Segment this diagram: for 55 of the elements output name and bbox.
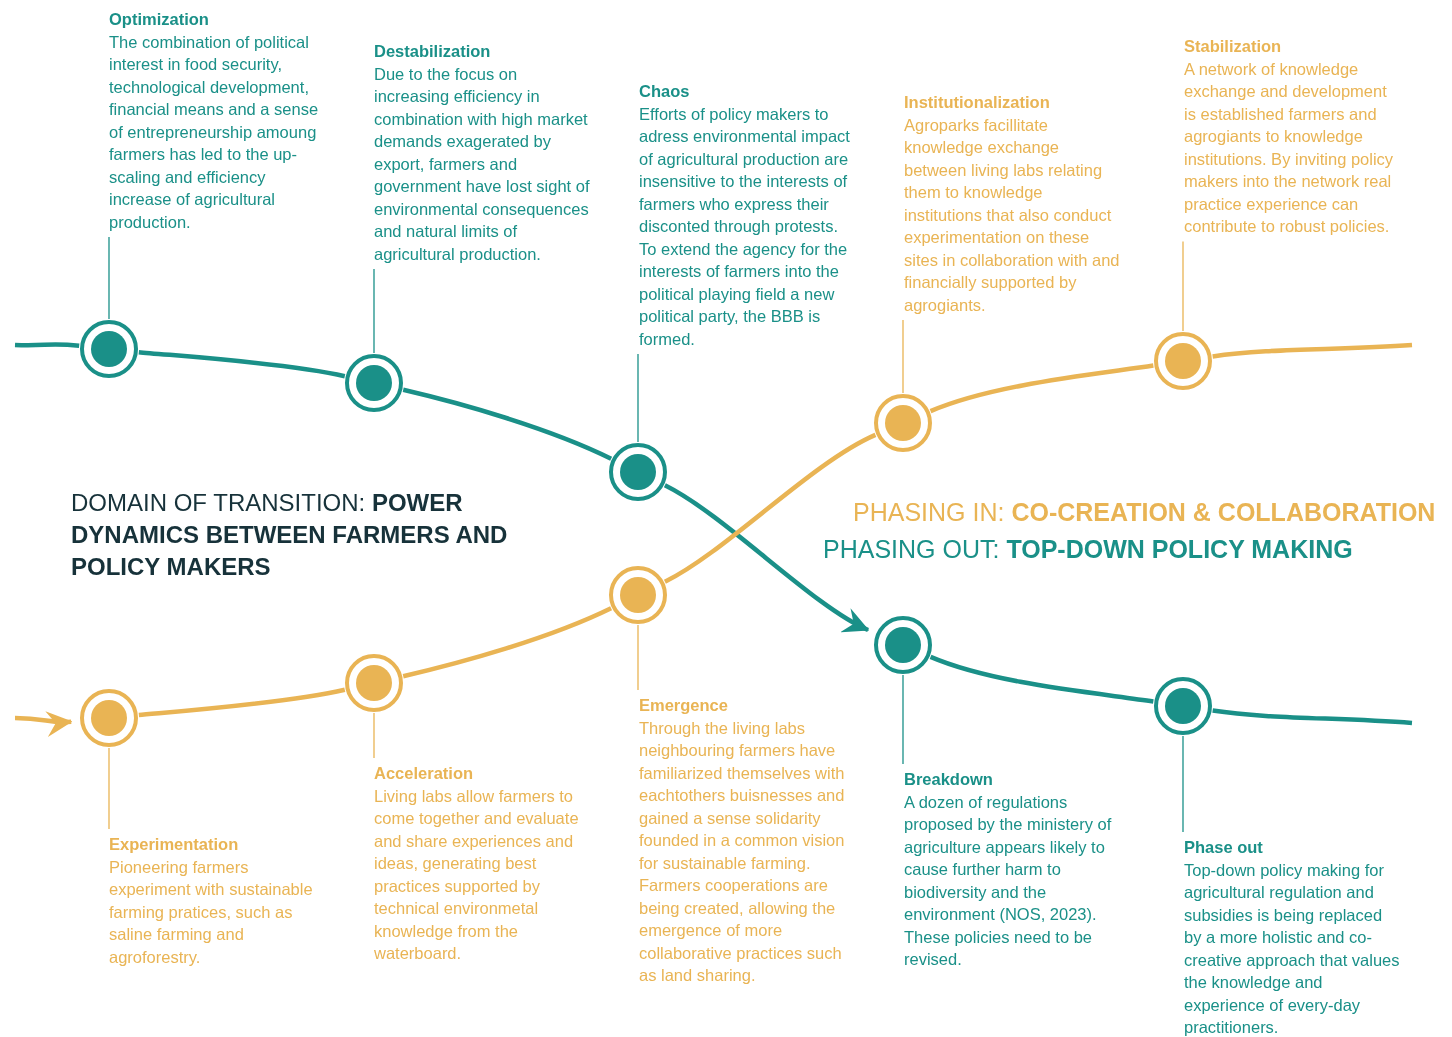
- milestone-circle: [609, 443, 667, 501]
- timeline-curve: [1212, 342, 1413, 359]
- leader-line: [108, 236, 110, 320]
- timeline-curve: [929, 654, 1154, 704]
- timeline-curve: [663, 432, 877, 584]
- milestone-circle: [345, 654, 403, 712]
- phase-description: Pioneering farmers experiment with sustainable farming pratices, such as saline farming and agroforestry.: [109, 856, 314, 968]
- timeline-curve: [14, 342, 80, 349]
- phase-description: Through the living labs neighbouring farmers have familiarized themselves with eachtothers buisnesses and gained a sense solidarity founded in a common vision for sustainable farming. Farmers cooperations are being created, allowing the emergence of more collaborative practices such as land sharing.: [639, 717, 846, 986]
- diagram-title: DOMAIN OF TRANSITION: POWER DYNAMICS BETWEEN FARMERS AND POLICY MAKERS: [71, 488, 509, 582]
- timeline-curve: [14, 710, 73, 737]
- milestone-circle: [874, 616, 932, 674]
- leader-line: [373, 268, 375, 354]
- phase-description: Efforts of policy makers to adress environmental impact of agricultural production are insensitive to the interests of farmers who express their disconted through protests. To extend the agency for the interests of farmers into the political playing field a new political party, the BBB is formed.: [639, 103, 851, 350]
- milestone-circle: [874, 394, 932, 452]
- leader-line: [1182, 240, 1184, 332]
- phase-label: PHASING OUT: TOP-DOWN POLICY MAKING: [823, 535, 1353, 564]
- milestone-circle: [1154, 332, 1212, 390]
- leader-line: [637, 353, 639, 443]
- timeline-curve: [663, 483, 870, 632]
- phase-heading: Chaos: [639, 81, 691, 102]
- leader-line: [637, 624, 639, 691]
- leader-line: [108, 747, 110, 830]
- phase-description: Living labs allow farmers to come together and evaluate and share experiences and ideas, generating best practices supported by technical environmetal knowledge from the waterboard.: [374, 785, 580, 964]
- phase-heading: Breakdown: [904, 769, 994, 790]
- phase-description: A network of knowledge exchange and development is established farmers and agrogiants to knowledge institutions. By inviting policy makers into the network real practice experience can contribute to robust policies.: [1184, 58, 1395, 237]
- phase-heading: Institutionalization: [904, 92, 1051, 113]
- phase-heading: Optimization: [109, 9, 210, 30]
- phase-heading: Phase out: [1184, 837, 1264, 858]
- timeline-curve: [929, 363, 1154, 414]
- leader-line: [1182, 735, 1184, 833]
- phase-description: A dozen of regulations proposed by the ministery of agriculture appears likely to cause further harm to biodiversity and the environment (NOS, 2023). These policies need to be revised.: [904, 791, 1113, 970]
- timeline-curve: [1212, 708, 1413, 726]
- phase-heading: Experimentation: [109, 834, 240, 855]
- milestone-circle: [1154, 677, 1212, 735]
- milestone-circle: [80, 689, 138, 747]
- phase-label: PHASING IN: CO-CREATION & COLLABORATION: [853, 498, 1436, 527]
- phase-heading: Acceleration: [374, 763, 475, 784]
- milestone-circle: [80, 320, 138, 378]
- timeline-curve: [138, 349, 346, 379]
- timeline-curve: [402, 387, 613, 461]
- phase-description: Due to the focus on increasing efficiency in combination with high market demands exagerated by export, farmers and government have lost sight of environmental consequences and natural limits of agricultural production.: [374, 63, 591, 265]
- phase-description: Top-down policy making for agricultural regulation and subsidies is being replaced by a more holistic and co-creative approach that values the knowledge and experience of every-day practitioners.: [1184, 859, 1401, 1037]
- leader-line: [373, 712, 375, 759]
- phase-heading: Destabilization: [374, 41, 492, 62]
- phase-description: Agroparks facillitate knowledge exchange between living labs relating them to knowledge institutions that also conduct experimentation on these sites in collaboration with and financially supported by agrogiants.: [904, 114, 1121, 316]
- phase-heading: Stabilization: [1184, 36, 1283, 57]
- phase-description: The combination of political interest in food security, technological development, financial means and a sense of entrepreneurship amoung farmers has led to the up-scaling and efficiency increase of agricultural production.: [109, 31, 320, 233]
- milestone-circle: [345, 354, 403, 412]
- leader-line: [902, 674, 904, 765]
- phase-heading: Emergence: [639, 695, 729, 716]
- leader-line: [902, 319, 904, 394]
- milestone-circle: [609, 566, 667, 624]
- timeline-curve: [402, 606, 613, 679]
- timeline-curve: [138, 687, 346, 718]
